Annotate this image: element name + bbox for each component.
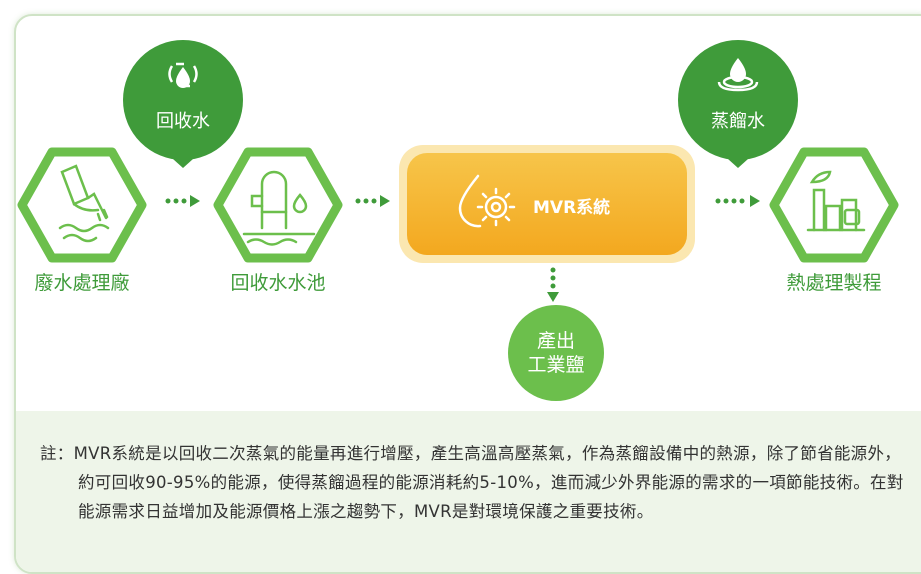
distilled-water-label: 蒸餾水 [711,111,765,132]
arrow-wastewater-to-pool [165,195,200,207]
arrow-pool-to-mvr [355,195,390,207]
drop-gear-icon [458,174,516,228]
factory-icon [806,170,866,232]
recycle-pool-label: 回收水水池 [230,272,326,294]
recycle-water-bubble [123,40,243,168]
recycle-pool-hexagon [213,147,343,263]
note-text: 註：MVR系統是以回收二次蒸氣的能量再進行增壓，產生高溫高壓蒸氣，作為蒸餾設備中… [40,444,904,521]
water-drop-ripple-icon [717,58,759,92]
salt-line1: 產出 [536,330,575,352]
arrow-mvr-to-heat [715,195,760,207]
distilled-water-bubble [678,40,798,168]
wastewater-plant-hexagon [17,147,147,263]
recycle-water-label: 回收水 [156,111,210,132]
arrow-mvr-to-salt [547,267,559,302]
wastewater-pipe-icon [58,164,110,243]
water-tank-icon [242,170,316,246]
heat-treatment-label: 熱處理製程 [786,272,882,294]
note-panel [16,411,921,572]
note-text-block: 註：MVR系統是以回收二次蒸氣的能量再進行增壓，產生高溫高壓蒸氣，作為蒸餾設備中… [40,439,910,526]
heat-treatment-hexagon [769,147,899,263]
industrial-salt-circle: 產出 工業鹽 [508,305,604,401]
wastewater-plant-label: 廢水處理廠 [34,272,130,294]
salt-line2: 工業鹽 [527,354,585,376]
recycle-drop-icon [168,62,198,88]
mvr-system-label: MVR系統 [533,198,611,218]
